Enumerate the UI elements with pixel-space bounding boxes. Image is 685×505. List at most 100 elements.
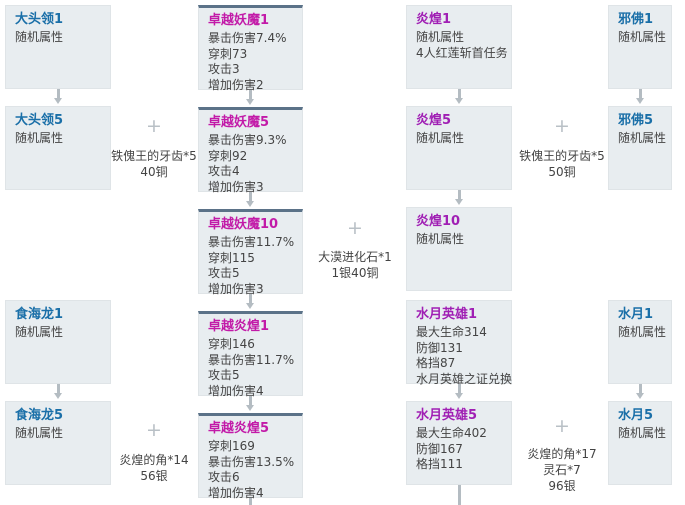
card-line: 随机属性 (416, 131, 465, 145)
card-line: 随机属性 (416, 232, 465, 246)
material-2-text: 大漠进化石*1 1银40铜 (311, 249, 399, 281)
material-5-text: 炎煌的角*17 灵石*7 96银 (518, 446, 606, 494)
card-line: 暴击伤害11.7% (208, 235, 295, 249)
card-line: 防御131 (416, 340, 463, 355)
card-title: 卓越炎煌1 (208, 319, 270, 334)
arrow-shaft (639, 89, 642, 99)
arrow-head (636, 393, 644, 399)
arrow-head (54, 98, 62, 104)
card-shuiyue-yingxiong-5[interactable]: 水月英雄5 最大生命402 防御167 格挡111 (406, 401, 512, 485)
card-shihailong-1[interactable]: 食海龙1 随机属性 (5, 300, 111, 384)
card-shuiyue-1[interactable]: 水月1 随机属性 (608, 300, 672, 384)
card-line: 增加伤害3 (208, 281, 264, 296)
arrow-shaft (639, 384, 642, 394)
card-datouling-1[interactable]: 大头领1 随机属性 (5, 5, 111, 89)
card-line: 暴击伤害7.4% (208, 31, 287, 45)
card-title: 水月5 (618, 408, 654, 423)
card-line: 穿刺169 (208, 439, 255, 453)
card-line: 暴击伤害11.7% (208, 352, 295, 367)
card-line: 随机属性 (15, 131, 64, 145)
arrow-head (246, 303, 254, 309)
card-title: 邪佛1 (618, 12, 654, 27)
arrow-shaft (249, 294, 252, 304)
card-line: 4人红莲斩首任务 (416, 45, 508, 60)
arrow-head (246, 405, 254, 411)
card-shuiyue-5[interactable]: 水月5 随机属性 (608, 401, 672, 485)
card-yanhuang-1[interactable]: 炎煌1 随机属性 4人红莲斩首任务 (406, 5, 512, 89)
connector-stub-column-2-bottom (249, 498, 252, 505)
material-5-line-3: 96银 (548, 479, 576, 493)
card-line: 穿刺73 (208, 46, 248, 61)
card-line: 随机属性 (416, 30, 465, 44)
card-line: 攻击3 (208, 62, 240, 76)
card-line: 随机属性 (618, 30, 667, 44)
material-2-plus: + (347, 217, 363, 239)
material-3-text: 铁傀王的牙齿*5 50铜 (518, 148, 606, 180)
card-title: 炎煌5 (416, 113, 452, 128)
material-4-plus: + (146, 419, 162, 441)
material-3-line-1: 铁傀王的牙齿*5 (519, 149, 605, 163)
arrow-shaft (57, 384, 60, 394)
card-title: 卓越妖魔5 (208, 115, 270, 130)
card-line: 穿刺146 (208, 337, 255, 351)
arrow-shaft (458, 384, 461, 394)
card-title: 水月英雄1 (416, 307, 478, 322)
material-5-line-2: 灵石*7 (543, 463, 581, 477)
card-title: 食海龙1 (15, 307, 64, 322)
card-datouling-5[interactable]: 大头领5 随机属性 (5, 106, 111, 190)
card-title: 大头领5 (15, 113, 64, 128)
card-title: 邪佛5 (618, 113, 654, 128)
card-yanhuang-5[interactable]: 炎煌5 随机属性 (406, 106, 512, 190)
card-zhuoyue-yaomo-1[interactable]: 卓越妖魔1 暴击伤害7.4% 穿刺73 攻击3 增加伤害2 (198, 5, 303, 92)
card-line: 随机属性 (15, 426, 64, 440)
card-title: 卓越妖魔1 (208, 13, 270, 28)
card-line: 增加伤害4 (208, 383, 264, 398)
card-line: 穿刺115 (208, 250, 255, 265)
card-line: 随机属性 (618, 131, 667, 145)
card-line: 暴击伤害9.3% (208, 133, 287, 147)
card-zhuoyue-yanhuang-5[interactable]: 卓越炎煌5 穿刺169 暴击伤害13.5% 攻击6 增加伤害4 (198, 413, 303, 500)
card-line: 增加伤害3 (208, 179, 264, 194)
card-title: 大头领1 (15, 12, 64, 27)
card-line: 随机属性 (15, 325, 64, 339)
card-line: 格挡111 (416, 457, 463, 471)
card-shihailong-5[interactable]: 食海龙5 随机属性 (5, 401, 111, 485)
card-zhuoyue-yanhuang-1[interactable]: 卓越炎煌1 穿刺146 暴击伤害11.7% 攻击5 增加伤害4 (198, 311, 303, 398)
card-xiefo-1[interactable]: 邪佛1 随机属性 (608, 5, 672, 89)
material-5-plus: + (554, 415, 570, 437)
card-zhuoyue-yaomo-10[interactable]: 卓越妖魔10 暴击伤害11.7% 穿刺115 攻击5 增加伤害3 (198, 209, 303, 296)
connector-stub-column-3-bottom (458, 485, 461, 505)
material-2-line-2: 1银40铜 (331, 266, 379, 280)
card-line: 水月英雄之证兑换 (416, 371, 513, 386)
card-line: 增加伤害2 (208, 77, 264, 92)
card-line: 随机属性 (15, 30, 64, 44)
card-xiefo-5[interactable]: 邪佛5 随机属性 (608, 106, 672, 190)
arrow-head (54, 393, 62, 399)
arrow-head (246, 201, 254, 207)
arrow-head (636, 98, 644, 104)
material-4-text: 炎煌的角*14 56银 (108, 452, 200, 484)
card-title: 卓越炎煌5 (208, 421, 270, 436)
card-title: 食海龙5 (15, 408, 64, 423)
material-3-line-2: 50铜 (548, 165, 576, 179)
card-zhuoyue-yaomo-5[interactable]: 卓越妖魔5 暴击伤害9.3% 穿刺92 攻击4 增加伤害3 (198, 107, 303, 194)
arrow-shaft (249, 90, 252, 100)
card-shuiyue-yingxiong-1[interactable]: 水月英雄1 最大生命314 防御131 格挡87 水月英雄之证兑换 (406, 300, 512, 386)
arrow-shaft (249, 192, 252, 202)
material-1-line-2: 40铜 (140, 165, 168, 179)
material-4-line-1: 炎煌的角*14 (119, 453, 189, 467)
card-title: 炎煌1 (416, 12, 452, 27)
card-line: 随机属性 (618, 426, 667, 440)
card-line: 暴击伤害13.5% (208, 454, 295, 469)
card-line: 增加伤害4 (208, 485, 264, 500)
material-1-text: 铁傀王的牙齿*5 40铜 (108, 148, 200, 180)
arrow-head (455, 199, 463, 205)
card-line: 攻击4 (208, 164, 240, 178)
arrow-head (455, 393, 463, 399)
card-yanhuang-10[interactable]: 炎煌10 随机属性 (406, 207, 512, 291)
card-line: 穿刺92 (208, 148, 248, 163)
card-title: 炎煌10 (416, 214, 461, 229)
arrow-head (455, 98, 463, 104)
card-line: 格挡87 (416, 356, 456, 370)
card-line: 攻击5 (208, 368, 240, 382)
